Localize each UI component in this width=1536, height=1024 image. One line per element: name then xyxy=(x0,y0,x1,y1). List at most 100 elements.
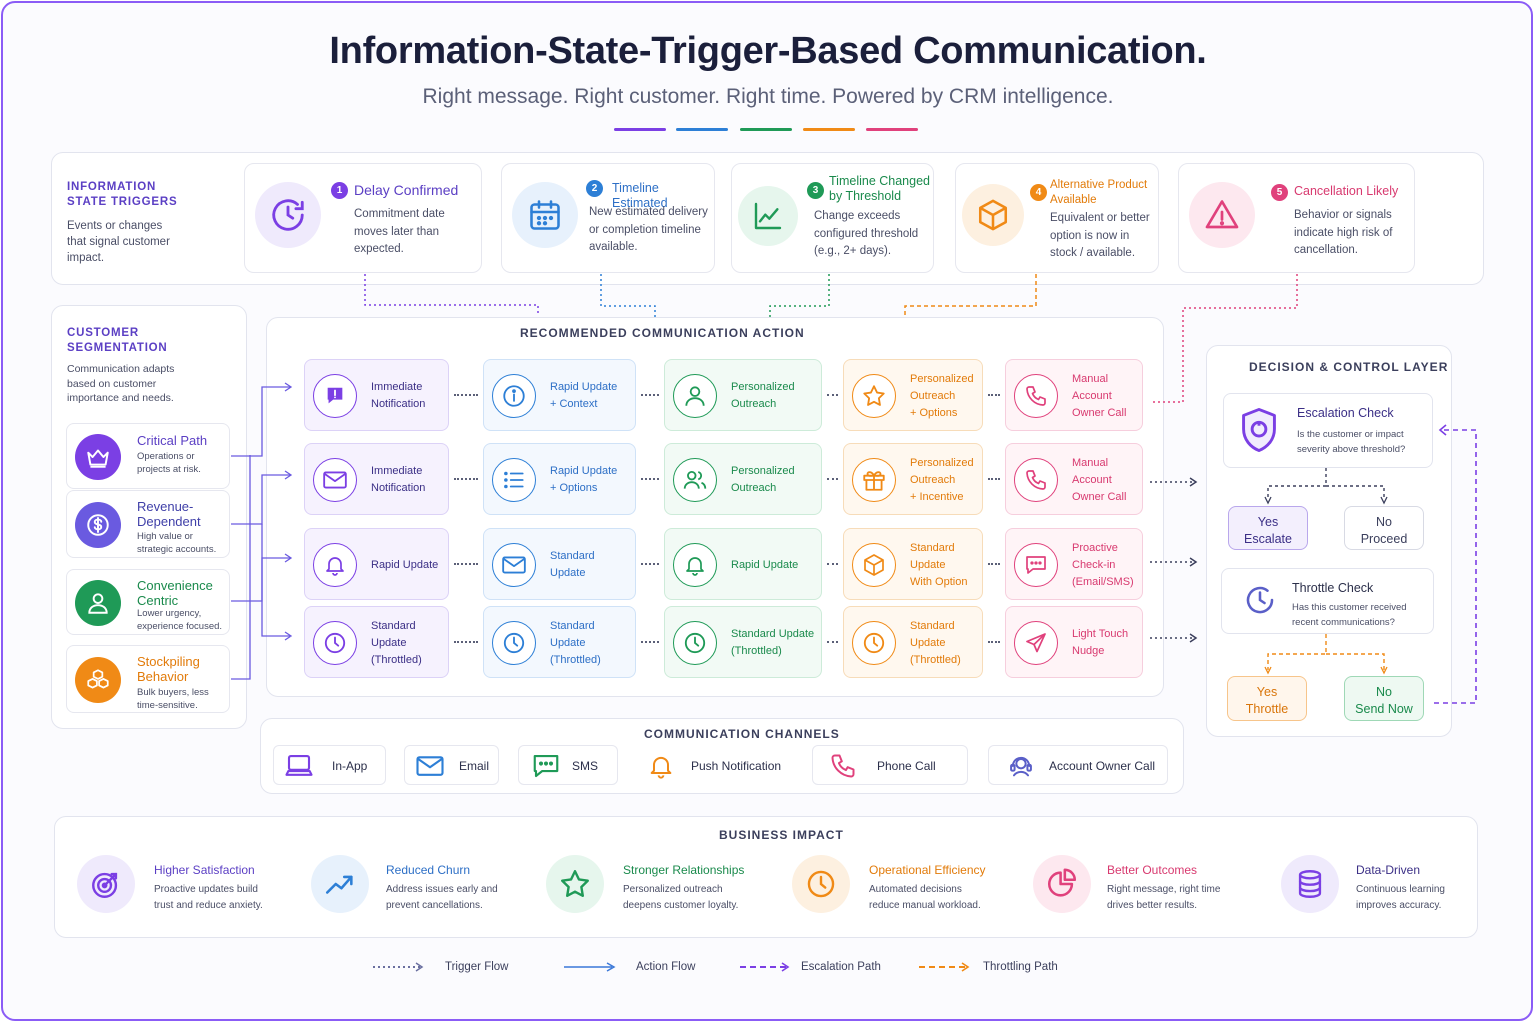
action-label: Personalized Outreach + Options xyxy=(910,372,974,419)
users-icon xyxy=(673,458,717,502)
action-card[interactable]: Standard Update (Throttled) xyxy=(843,606,983,678)
channel-sms[interactable]: SMS xyxy=(518,745,618,785)
decision-title: DECISION & CONTROL LAYER xyxy=(1249,360,1449,374)
info-triggers-desc: Events or changes that signal customer i… xyxy=(67,220,170,264)
action-card[interactable]: Standard Update With Option xyxy=(843,528,983,600)
action-card[interactable]: Personalized Outreach xyxy=(664,359,822,431)
escalation-check-box[interactable]: Escalation Check Is the customer or impa… xyxy=(1223,393,1433,468)
trigger-card-timeline-changed[interactable]: 3 Timeline Changed by Threshold Change e… xyxy=(731,163,934,273)
action-label: Rapid Update xyxy=(371,558,439,571)
flow-dots xyxy=(827,563,838,565)
action-card[interactable]: Manual Account Owner Call xyxy=(1005,359,1143,431)
crown-icon xyxy=(75,434,121,480)
segmentation-desc: Communication adapts based on customer i… xyxy=(67,363,175,404)
action-card[interactable]: Rapid Update + Context xyxy=(483,359,636,431)
action-label: Personalized Outreach xyxy=(731,381,795,410)
chat-dots-icon xyxy=(531,751,561,786)
channel-label: Account Owner Call xyxy=(1049,759,1156,773)
segment-convenience-centric[interactable]: Convenience Centric Lower urgency, exper… xyxy=(66,569,230,635)
action-card[interactable]: Personalized Outreach + Incentive xyxy=(843,443,983,515)
trigger-card-cancellation-likely[interactable]: 5 Cancellation Likely Behavior or signal… xyxy=(1178,163,1415,273)
action-card[interactable]: Proactive Check-in (Email/SMS) xyxy=(1005,528,1143,600)
clock-icon xyxy=(313,621,357,665)
action-card[interactable]: Standard Update (Throttled) xyxy=(664,606,822,678)
escalation-no-button[interactable]: No Proceed xyxy=(1344,506,1424,550)
segment-stockpiling-behavior[interactable]: Stockpiling Behavior Bulk buyers, less t… xyxy=(66,645,230,713)
action-card[interactable]: Personalized Outreach xyxy=(664,443,822,515)
throttle-no-button[interactable]: No Send Now xyxy=(1344,676,1424,721)
page-subtitle: Right message. Right customer. Right tim… xyxy=(422,85,1114,108)
throttle-yes-button[interactable]: Yes Throttle xyxy=(1227,676,1307,721)
flow-dots xyxy=(827,394,838,396)
channel-label: SMS xyxy=(572,759,599,773)
flow-dots xyxy=(641,394,659,396)
bell-icon xyxy=(673,543,717,587)
box-icon xyxy=(852,543,896,587)
throttle-check-box[interactable]: Throttle Check Has this customer receive… xyxy=(1221,568,1434,634)
escalation-yes-button[interactable]: Yes Escalate xyxy=(1228,506,1308,550)
channel-in-app[interactable]: In-App xyxy=(273,745,386,785)
trigger-title: Timeline Changed by Threshold xyxy=(829,174,930,203)
trigger-desc: Change exceeds configured threshold (e.g… xyxy=(814,210,919,257)
mail-icon xyxy=(492,543,536,587)
action-card[interactable]: Standard Update xyxy=(483,528,636,600)
flow-dots xyxy=(641,563,659,565)
trigger-title: Timeline Estimated xyxy=(612,181,668,210)
flow-dots xyxy=(454,394,478,396)
gift-icon xyxy=(852,458,896,502)
trigger-title: Cancellation Likely xyxy=(1294,184,1399,198)
actions-title: RECOMMENDED COMMUNICATION ACTION xyxy=(520,326,805,340)
channel-label: Email xyxy=(459,759,490,773)
action-card[interactable]: Rapid Update xyxy=(304,528,449,600)
action-card[interactable]: Rapid Update xyxy=(664,528,822,600)
channel-email[interactable]: Email xyxy=(404,745,499,785)
impact-desc: Automated decisions reduce manual worklo… xyxy=(869,884,981,911)
shield-icon xyxy=(1238,406,1280,459)
laptop-icon xyxy=(284,752,314,785)
trigger-title: Alternative Product Available xyxy=(1050,179,1148,206)
legend-escalation-path: Escalation Path xyxy=(801,961,881,973)
action-card[interactable]: Light Touch Nudge xyxy=(1005,606,1143,678)
channel-label: Push Notification xyxy=(691,759,782,773)
channel-label: In-App xyxy=(332,759,368,773)
legend-throttling-path: Throttling Path xyxy=(983,961,1058,973)
flow-dots xyxy=(454,478,478,480)
action-label: Personalized Outreach xyxy=(731,465,795,494)
trigger-card-alternative-product[interactable]: 4 Alternative Product Available Equivale… xyxy=(955,163,1159,273)
action-label: Rapid Update xyxy=(731,558,799,571)
dollar-icon xyxy=(75,502,121,548)
segment-desc: Bulk buyers, less time-sensitive. xyxy=(137,687,209,711)
send-icon xyxy=(1014,621,1058,665)
pie-chart-icon xyxy=(1033,855,1091,913)
action-card[interactable]: Manual Account Owner Call xyxy=(1005,443,1143,515)
channel-account-owner-call[interactable]: Account Owner Call xyxy=(988,745,1168,785)
trigger-number-badge: 2 xyxy=(586,180,603,197)
mail-icon xyxy=(415,753,445,784)
trigger-desc: Behavior or signals indicate high risk o… xyxy=(1294,209,1393,256)
channel-push-notification[interactable]: Push Notification xyxy=(634,745,794,785)
action-card[interactable]: Personalized Outreach + Options xyxy=(843,359,983,431)
trigger-card-timeline-estimated[interactable]: 2 Timeline Estimated New estimated deliv… xyxy=(501,163,715,273)
channel-phone-call[interactable]: Phone Call xyxy=(812,745,968,785)
action-card[interactable]: Standard Update (Throttled) xyxy=(304,606,449,678)
segment-critical-path[interactable]: Critical Path Operations or projects at … xyxy=(66,423,230,489)
flow-dots xyxy=(827,641,838,643)
action-card[interactable]: Standard Update (Throttled) xyxy=(483,606,636,678)
boxes-icon xyxy=(75,657,121,703)
action-card[interactable]: Immediate Notification xyxy=(304,359,449,431)
segment-desc: High value or strategic accounts. xyxy=(137,531,217,555)
impact-desc: Continuous learning improves accuracy. xyxy=(1356,884,1445,911)
flow-dots xyxy=(641,641,659,643)
user-icon xyxy=(673,374,717,418)
trigger-card-delay-confirmed[interactable]: 1 Delay Confirmed Commitment date moves … xyxy=(244,163,482,273)
accent-underline-blue xyxy=(676,128,728,131)
chat-alert-icon xyxy=(313,374,357,418)
accent-underline-orange xyxy=(803,128,855,131)
flow-dots xyxy=(988,641,1000,643)
trigger-title: Delay Confirmed xyxy=(354,182,459,198)
legend-action-flow: Action Flow xyxy=(636,961,696,973)
action-card[interactable]: Rapid Update + Options xyxy=(483,443,636,515)
trigger-number-badge: 4 xyxy=(1030,184,1047,201)
action-card[interactable]: Immediate Notification xyxy=(304,443,449,515)
segment-revenue-dependent[interactable]: Revenue-Dependent High value or strategi… xyxy=(66,490,230,558)
